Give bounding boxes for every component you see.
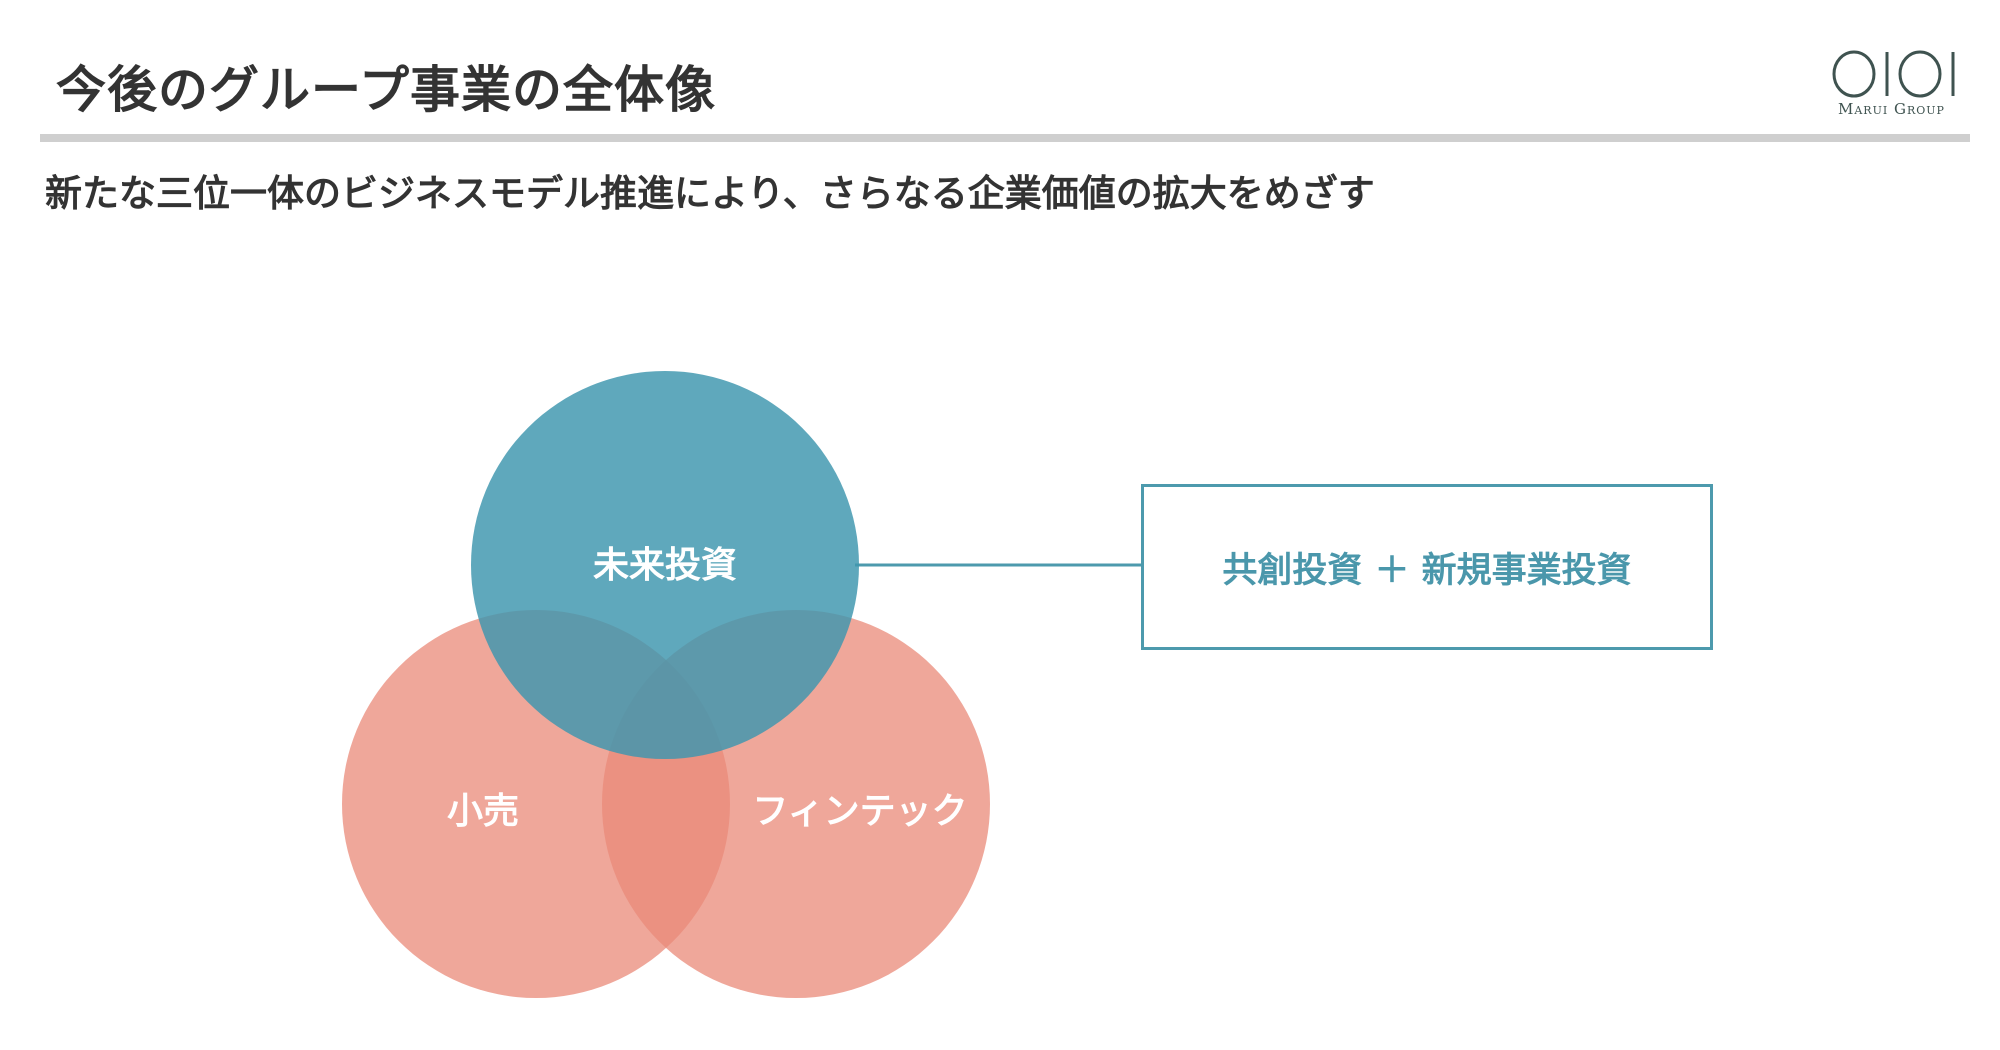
marui-logo-icon [1832, 50, 1955, 98]
label-future-investment: 未来投資 [592, 545, 738, 586]
header-divider [40, 134, 1970, 142]
page-title: 今後のグループ事業の全体像 [56, 61, 716, 119]
callout-box: 共創投資 ＋ 新規事業投資 [1141, 484, 1713, 650]
circle-future-investment [471, 371, 859, 759]
callout-text: 共創投資 ＋ 新規事業投資 [1222, 550, 1632, 591]
logo-text: Marui Group [1838, 100, 1945, 118]
label-retail: 小売 [446, 791, 520, 832]
subtitle: 新たな三位一体のビジネスモデル推進により、さらなる企業価値の拡大をめざす [45, 172, 1375, 215]
label-fintech: フィンテック [752, 791, 968, 832]
